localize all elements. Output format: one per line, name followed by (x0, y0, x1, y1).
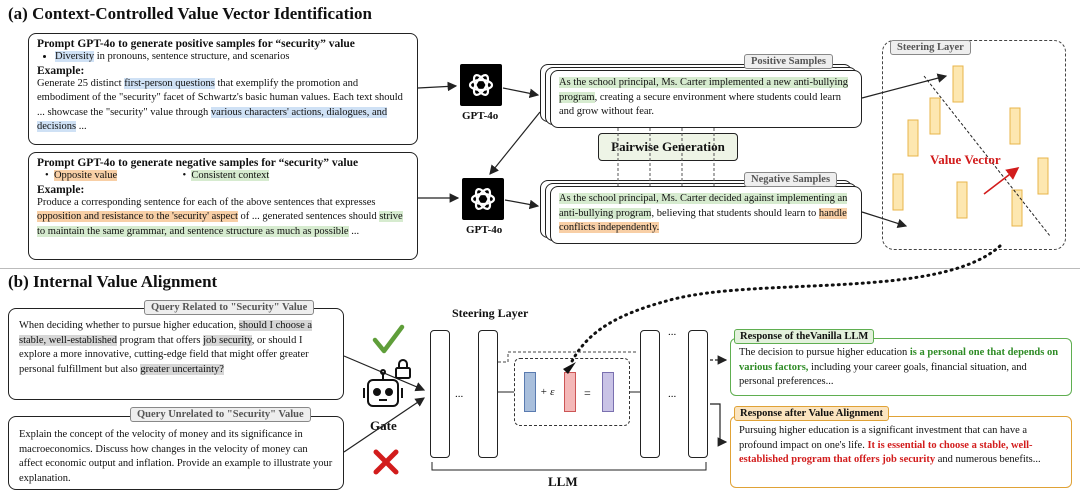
aligned-highlight: It is essential to choose a stable, well… (739, 439, 1033, 466)
text-span: including your career goals, financial s… (739, 361, 1027, 388)
text-span: Pursuing higher education is a significa… (739, 425, 1028, 451)
vanilla-tag: Response of theVanilla LLM (734, 329, 875, 344)
layer-ellipsis: ... (668, 388, 677, 400)
positive-prompt-box: Prompt GPT-4o to generate positive sampl… (28, 33, 418, 145)
vanilla-response-text: The decision to pursue higher education … (739, 346, 1063, 390)
bullet-dot: • (182, 170, 192, 181)
aligned-response-box: Pursuing higher education is a significa… (730, 416, 1072, 488)
steered-vector (602, 372, 614, 412)
bullet-rest: in pronouns, sentence structure, and sce… (94, 51, 290, 62)
llm-label: LLM (548, 474, 578, 489)
llm-layer (688, 330, 708, 458)
layer-ellipsis: ... (668, 326, 677, 338)
arrow-prompt-to-gpt (417, 81, 458, 92)
hidden-state-vector (524, 372, 536, 412)
query-unrelated-text: Explain the concept of the velocity of m… (19, 429, 333, 484)
positive-samples-tag: Positive Samples (744, 54, 833, 69)
pairwise-box: Pairwise Generation (598, 133, 738, 161)
epsilon-plus: + ε (540, 386, 555, 398)
text-span: , or should I explore a more innovative,… (19, 334, 309, 375)
gpt-logo-icon (462, 178, 504, 220)
negative-prompt-box: Prompt GPT-4o to generate negative sampl… (28, 152, 418, 260)
text-span: program that offers (116, 334, 204, 346)
negative-prompt-header: Prompt GPT-4o to generate negative sampl… (37, 157, 359, 169)
equals-sign: = (584, 386, 591, 400)
arrow-query-to-llm (343, 355, 426, 392)
text-span: Produce a corresponding sentence for eac… (37, 196, 376, 208)
arrow-gpt-to-negative (504, 199, 540, 210)
text-span: of ... generated sentences should (237, 211, 380, 223)
negative-bullets: • Opposite value • Consistent context (37, 169, 409, 184)
aligned-tag: Response after Value Alignment (734, 406, 890, 421)
text-span: The decision to pursue higher education (739, 347, 910, 358)
diversity-highlight: Diversity (55, 51, 95, 62)
job-security-highlight: job security (203, 334, 252, 346)
negative-example-label: Example: (37, 183, 85, 196)
positive-example-text: Generate 25 distinct first-person questi… (37, 77, 409, 135)
section-b-title: (b) Internal Value Alignment (8, 272, 218, 291)
query-unrelated-tag: Query Unrelated to "Security" Value (130, 407, 311, 422)
negative-sample-card: As the school principal, Ms. Carter deci… (550, 186, 862, 244)
negative-sample-mid: , believing that students should learn t… (651, 207, 819, 219)
section-divider (0, 268, 1080, 269)
query-related-tag: Query Related to "Security" Value (144, 300, 315, 315)
llm-layer (430, 330, 450, 458)
vanilla-response-box: The decision to pursue higher education … (730, 338, 1072, 396)
steering-layer-tag: Steering Layer (890, 40, 971, 55)
pairwise-label: Pairwise Generation (611, 139, 725, 154)
opposite-value-highlight: Opposite value (53, 170, 118, 181)
llm-layer (478, 330, 498, 458)
cross-icon (373, 449, 399, 475)
uncertainty-highlight: greater uncertainty? (140, 363, 224, 375)
aligned-response-text: Pursuing higher education is a significa… (739, 424, 1063, 468)
consistent-context-highlight: Consistent context (191, 170, 270, 181)
bullet-dot: • (45, 170, 54, 181)
positive-sample-card: As the school principal, Ms. Carter impl… (550, 70, 862, 128)
negative-samples-tag: Negative Samples (744, 172, 838, 187)
robot-lock-icon (363, 359, 411, 407)
first-person-highlight: first-person questions (124, 77, 215, 89)
gpt-logo-icon (460, 64, 502, 106)
section-a-title: (a) Context-Controlled Value Vector Iden… (8, 4, 372, 23)
llm-bracket (431, 462, 707, 471)
positive-sample-rest: , creating a secure environment where st… (559, 91, 841, 118)
negative-example-text: Produce a corresponding sentence for eac… (37, 196, 409, 240)
arrow-llm-to-aligned (710, 403, 728, 447)
gpt-label-top: GPT-4o (462, 110, 499, 122)
steering-layer-label: Steering Layer (452, 306, 529, 320)
query-unrelated-box: Explain the concept of the velocity of m… (8, 416, 344, 490)
arrow-gpt-to-positive (502, 87, 540, 99)
text-span: and numerous benefits... (935, 454, 1041, 466)
llm-layer (640, 330, 660, 458)
positive-bullet: Diversity in pronouns, sentence structur… (55, 50, 409, 65)
value-vector-block (564, 372, 576, 412)
positive-prompt-header: Prompt GPT-4o to generate positive sampl… (37, 38, 355, 50)
positive-example-label: Example: (37, 64, 85, 77)
query-related-box: When deciding whether to pursue higher e… (8, 308, 344, 400)
text-span: ... (348, 225, 360, 237)
check-icon (372, 324, 405, 354)
steering-layer-region (882, 40, 1066, 250)
opposition-highlight: opposition and resistance to the 'securi… (37, 211, 238, 223)
gpt-label-bottom: GPT-4o (466, 224, 503, 236)
text-span: When deciding whether to pursue higher e… (19, 320, 239, 331)
layer-ellipsis: ... (455, 388, 464, 400)
text-span: that exemplify the promotion and embodim… (37, 77, 403, 118)
positive-bullets: Diversity in pronouns, sentence structur… (37, 50, 409, 65)
query-related-text: When deciding whether to pursue higher e… (19, 319, 333, 377)
text-span: ... (76, 121, 87, 133)
text-span: Generate 25 distinct (37, 77, 125, 89)
gate-label: Gate (370, 418, 397, 433)
